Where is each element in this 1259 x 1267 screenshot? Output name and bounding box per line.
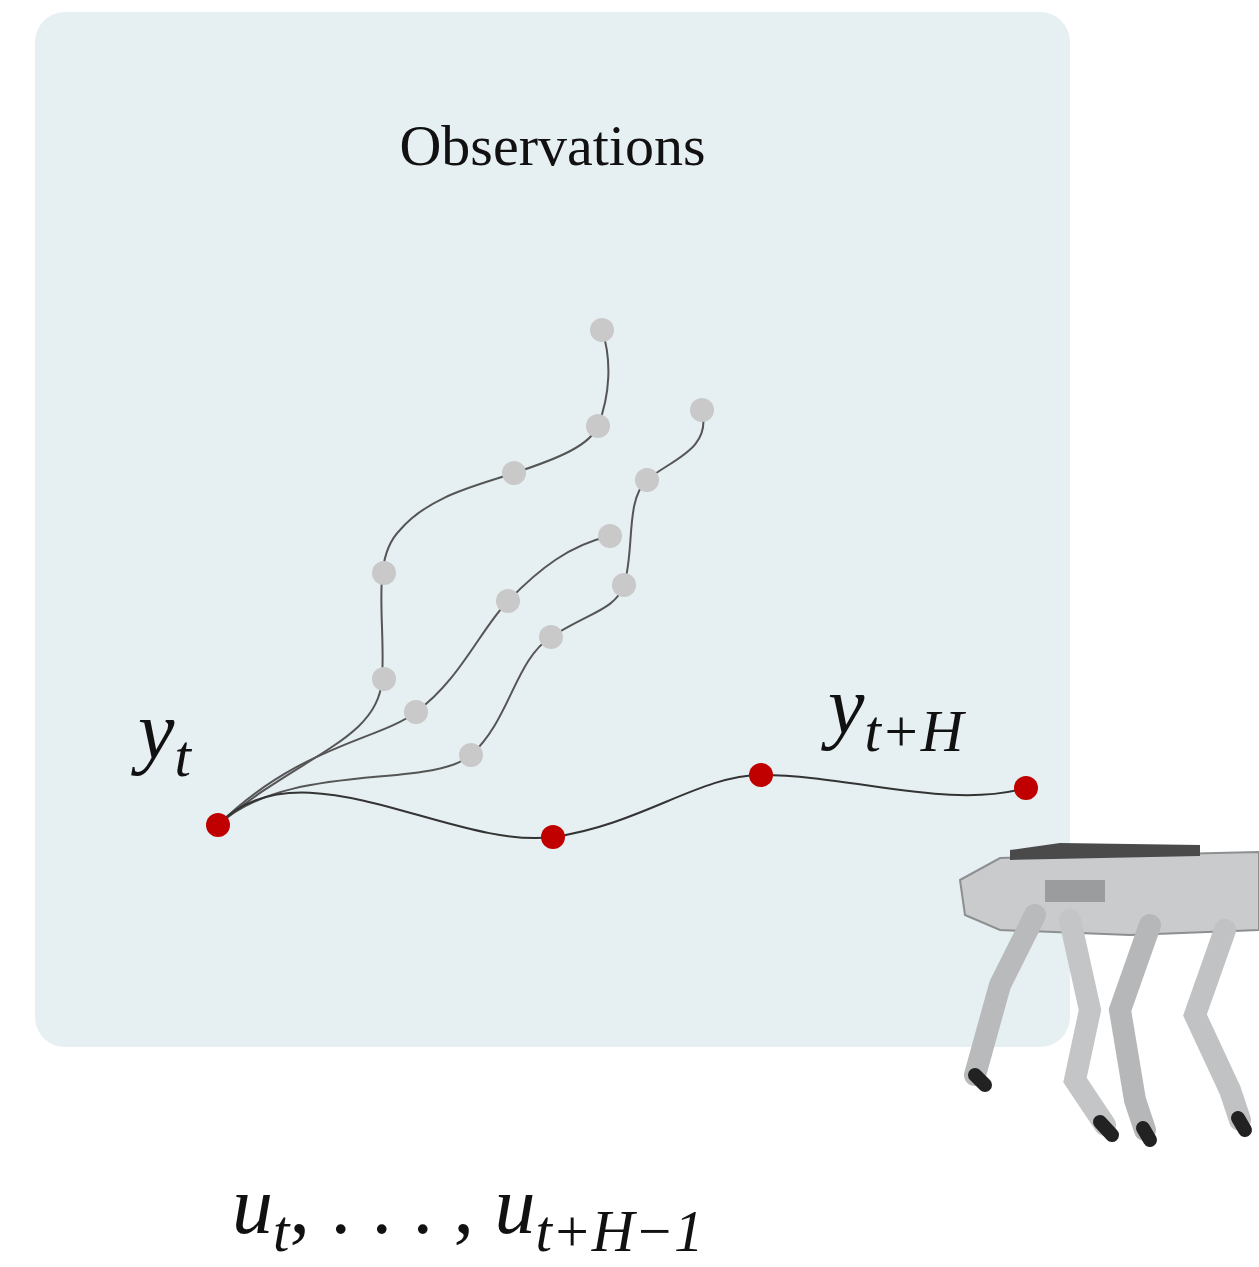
symbol: u — [494, 1160, 535, 1251]
robot-dog — [960, 843, 1259, 1140]
subscript: t+H−1 — [535, 1198, 703, 1264]
subscript: t+H — [864, 698, 963, 764]
math-label: yt+H — [828, 665, 963, 747]
subscript: t — [174, 723, 190, 789]
observations-panel: Observations — [35, 12, 1070, 1047]
symbol: , . . . , — [289, 1160, 494, 1251]
symbol: y — [828, 660, 864, 751]
math-label: yt — [138, 690, 191, 772]
symbol: u — [232, 1160, 273, 1251]
subscript: t — [273, 1198, 289, 1264]
symbol: y — [138, 685, 174, 776]
panel-heading: Observations — [35, 112, 1070, 179]
math-label: ut, . . . , ut+H−1 — [232, 1165, 704, 1247]
